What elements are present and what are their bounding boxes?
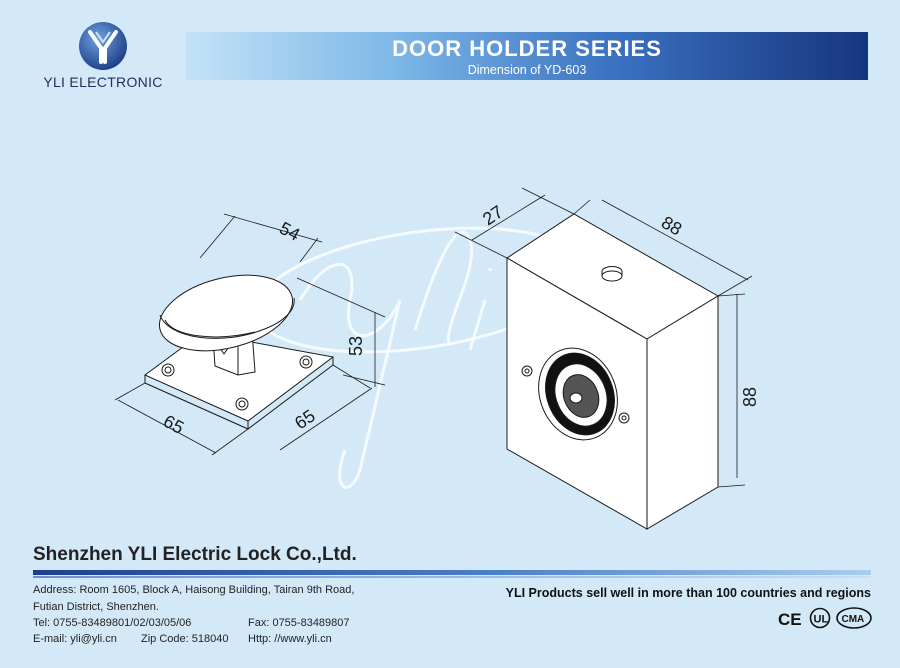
- zip-code: Zip Code: 518040: [141, 633, 229, 645]
- tel-number: Tel: 0755-83489801/02/03/05/06: [33, 617, 192, 629]
- svg-text:CMA: CMA: [842, 614, 865, 625]
- dim-magnet-width: 88: [658, 212, 685, 239]
- company-name: Shenzhen YLI Electric Lock Co.,Ltd.: [33, 544, 357, 565]
- address-line-1: Address: Room 1605, Block A, Haisong Bui…: [33, 584, 355, 596]
- footer-divider: [33, 570, 871, 575]
- magnet-dimension-lines: [454, 187, 753, 488]
- title-banner: DOOR HOLDER SERIES Dimension of YD-603: [186, 32, 868, 80]
- page-subtitle: Dimension of YD-603: [467, 63, 587, 77]
- dim-holder-height: 53: [346, 336, 366, 356]
- svg-text:CE: CE: [778, 610, 802, 629]
- cma-mark-icon: CMA: [836, 607, 872, 629]
- dim-holder-width-left: 65: [160, 411, 187, 438]
- ce-mark-icon: CE: [778, 610, 802, 629]
- svg-text:UL: UL: [814, 614, 829, 626]
- brand-name: YLI ELECTRONIC: [43, 74, 163, 90]
- dim-magnet-height: 88: [740, 387, 760, 407]
- magnet-drawing: [506, 213, 719, 530]
- dim-holder-depth: 54: [276, 218, 303, 245]
- dim-holder-width-right: 65: [291, 406, 319, 434]
- email-address[interactable]: E-mail: yli@yli.cn: [33, 633, 117, 645]
- website-link[interactable]: Http: //www.yli.cn: [248, 633, 332, 645]
- fax-number: Fax: 0755-83489807: [248, 617, 350, 629]
- address-line-2: Futian District, Shenzhen.: [33, 601, 159, 613]
- yli-logo-icon: [79, 22, 127, 70]
- certification-marks: CE UL CMA: [778, 607, 872, 629]
- dim-magnet-depth: 27: [479, 202, 507, 230]
- slogan: YLI Products sell well in more than 100 …: [505, 586, 871, 600]
- page-title: DOOR HOLDER SERIES: [392, 36, 662, 61]
- footer-divider-thin: [33, 576, 871, 578]
- holder-dimension-lines: [114, 213, 386, 456]
- ul-mark-icon: UL: [809, 607, 831, 629]
- company-logo: YLI ELECTRONIC: [28, 20, 178, 90]
